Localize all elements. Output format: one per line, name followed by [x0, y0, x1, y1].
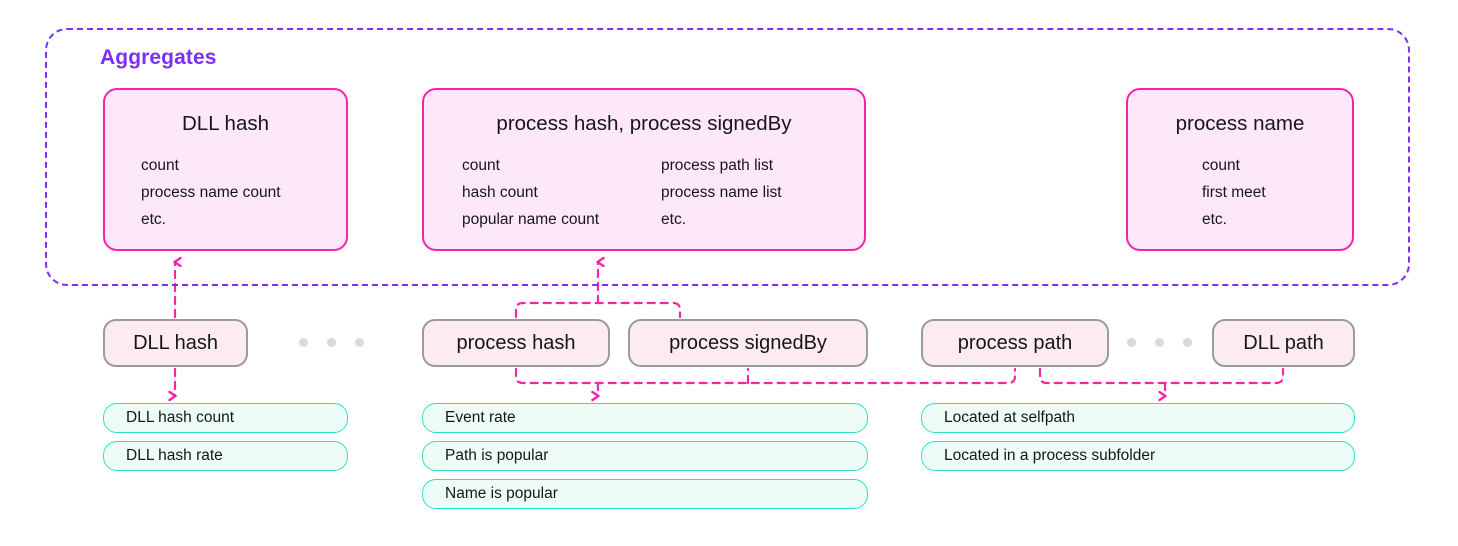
- aggregate-field: hash count: [462, 184, 538, 201]
- aggregate-field: popular name count: [462, 211, 600, 228]
- aggregate-card-title: DLL hash: [182, 112, 269, 135]
- aggregate-card-process-hash-signedby[interactable]: process hash, process signedBy count has…: [422, 88, 866, 251]
- aggregate-field-column: process path list process name list etc.: [661, 152, 782, 233]
- aggregate-field: process path list: [661, 157, 774, 174]
- aggregates-group-label: Aggregates: [100, 46, 217, 69]
- connector-prochash-bracket-up: [514, 301, 682, 319]
- dot-icon: [1127, 338, 1136, 347]
- aggregate-field: count: [141, 157, 179, 174]
- aggregate-card-title: process name: [1175, 112, 1305, 135]
- field-pill-process-hash[interactable]: process hash: [422, 319, 610, 367]
- field-pill-dll-hash[interactable]: DLL hash: [103, 319, 248, 367]
- feature-dll-hash-rate[interactable]: DLL hash rate: [103, 441, 348, 471]
- dot-icon: [1183, 338, 1192, 347]
- aggregate-card-process-name[interactable]: process name count first meet etc.: [1126, 88, 1354, 251]
- aggregate-card-dll-hash[interactable]: DLL hash count process name count etc.: [103, 88, 348, 251]
- aggregate-field: etc.: [141, 211, 166, 228]
- feature-name-is-popular[interactable]: Name is popular: [422, 479, 868, 509]
- aggregate-field: count: [462, 157, 500, 174]
- aggregate-field-column: count process name count etc.: [141, 152, 281, 233]
- feature-dll-hash-count[interactable]: DLL hash count: [103, 403, 348, 433]
- field-pill-process-signedby[interactable]: process signedBy: [628, 319, 868, 367]
- ellipsis-dots-left: [299, 338, 364, 347]
- aggregates-group-frame: [45, 28, 1410, 286]
- aggregate-field: first meet: [1202, 184, 1266, 201]
- feature-located-in-process-subfolder[interactable]: Located in a process subfolder: [921, 441, 1355, 471]
- dot-icon: [1155, 338, 1164, 347]
- aggregate-field: count: [1202, 157, 1240, 174]
- aggregate-field: etc.: [661, 211, 686, 228]
- dot-icon: [355, 338, 364, 347]
- aggregate-field-column: count hash count popular name count: [462, 152, 599, 233]
- dot-icon: [327, 338, 336, 347]
- dot-icon: [299, 338, 308, 347]
- aggregate-field: process name count: [141, 184, 281, 201]
- aggregate-field: etc.: [1202, 211, 1227, 228]
- field-pill-dll-path[interactable]: DLL path: [1212, 319, 1355, 367]
- aggregate-field-column: count first meet etc.: [1202, 152, 1266, 233]
- connector-selfpath-bracket: [1038, 367, 1285, 385]
- connector-eventrate-bracket: [514, 367, 1017, 385]
- feature-path-is-popular[interactable]: Path is popular: [422, 441, 868, 471]
- ellipsis-dots-right: [1127, 338, 1192, 347]
- aggregate-field: process name list: [661, 184, 782, 201]
- feature-located-at-selfpath[interactable]: Located at selfpath: [921, 403, 1355, 433]
- feature-event-rate[interactable]: Event rate: [422, 403, 868, 433]
- aggregate-card-title: process hash, process signedBy: [496, 112, 792, 135]
- field-pill-process-path[interactable]: process path: [921, 319, 1109, 367]
